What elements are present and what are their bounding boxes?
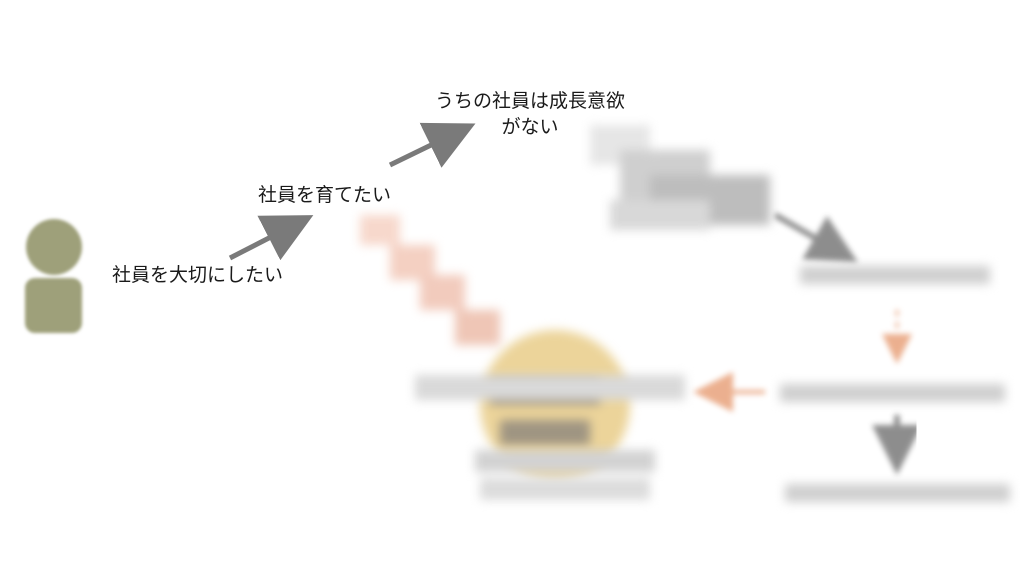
censored-node-right-1 (800, 260, 995, 290)
person-body (25, 278, 82, 333)
person-head (26, 219, 82, 275)
censored-text-bottom (475, 450, 665, 510)
node-top-line1: うちの社員は成長意欲 (434, 90, 625, 112)
censored-node-upper-right (590, 120, 780, 240)
arrow-middle-to-top (388, 122, 476, 168)
node-middle: 社員を育てたい (258, 184, 392, 206)
arrow-start-to-middle (228, 215, 314, 261)
node-top: うちの社員は成長意欲 がない (410, 88, 650, 140)
censored-node-right-3 (785, 478, 1015, 508)
censored-diagonal-strip (360, 215, 510, 355)
censored-node-right-2 (780, 378, 1010, 408)
blurred-arrows (693, 212, 922, 475)
node-top-line2: がない (501, 116, 559, 138)
censored-text-middle (415, 370, 685, 410)
node-start: 社員を大切にしたい (112, 264, 284, 286)
